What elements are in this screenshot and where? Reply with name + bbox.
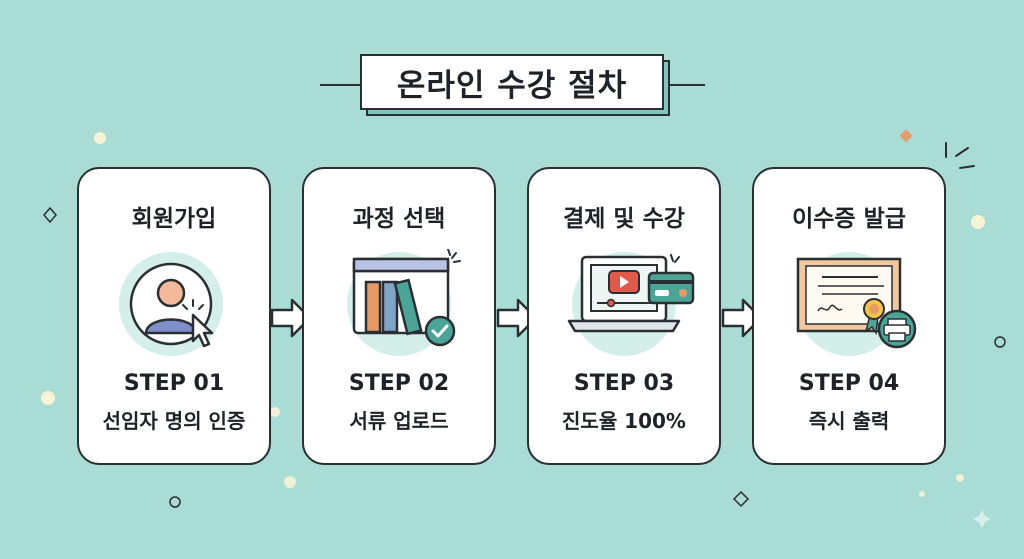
step-number: STEP 04 [798,371,900,396]
laptop-video-card-icon [567,252,695,356]
title-rule-left [320,84,360,86]
step-card-1: 회원가입 STEP 01 선임자 명의 인증 [77,167,271,465]
step-number: STEP 03 [573,371,675,396]
step-description: 선임자 명의 인증 [102,409,246,433]
arrow-right-icon [270,298,312,338]
user-click-icon [119,252,223,356]
step-title: 회원가입 [131,206,217,232]
step-title: 이수증 발급 [792,206,906,232]
page-title: 온라인 수강 절차 [360,54,664,110]
step-card-4: 이수증 발급 STEP 04 즉시 출력 [752,167,946,465]
step-number: STEP 01 [123,371,225,396]
title-banner: 온라인 수강 절차 [320,54,705,116]
step-card-3: 결제 및 수강 STEP 03 진도율 100% [527,167,721,465]
step-title: 과정 선택 [352,206,446,232]
step-card-2: 과정 선택 STEP 02 서류 업로드 [302,167,496,465]
step-title: 결제 및 수강 [563,206,685,232]
step-number: STEP 02 [348,371,450,396]
title-rule-right [665,84,705,86]
books-check-icon [347,249,461,356]
step-description: 즉시 출력 [808,409,890,433]
step-description: 서류 업로드 [349,409,449,433]
certificate-printer-icon [796,252,917,356]
step-description: 진도율 100% [562,409,686,433]
